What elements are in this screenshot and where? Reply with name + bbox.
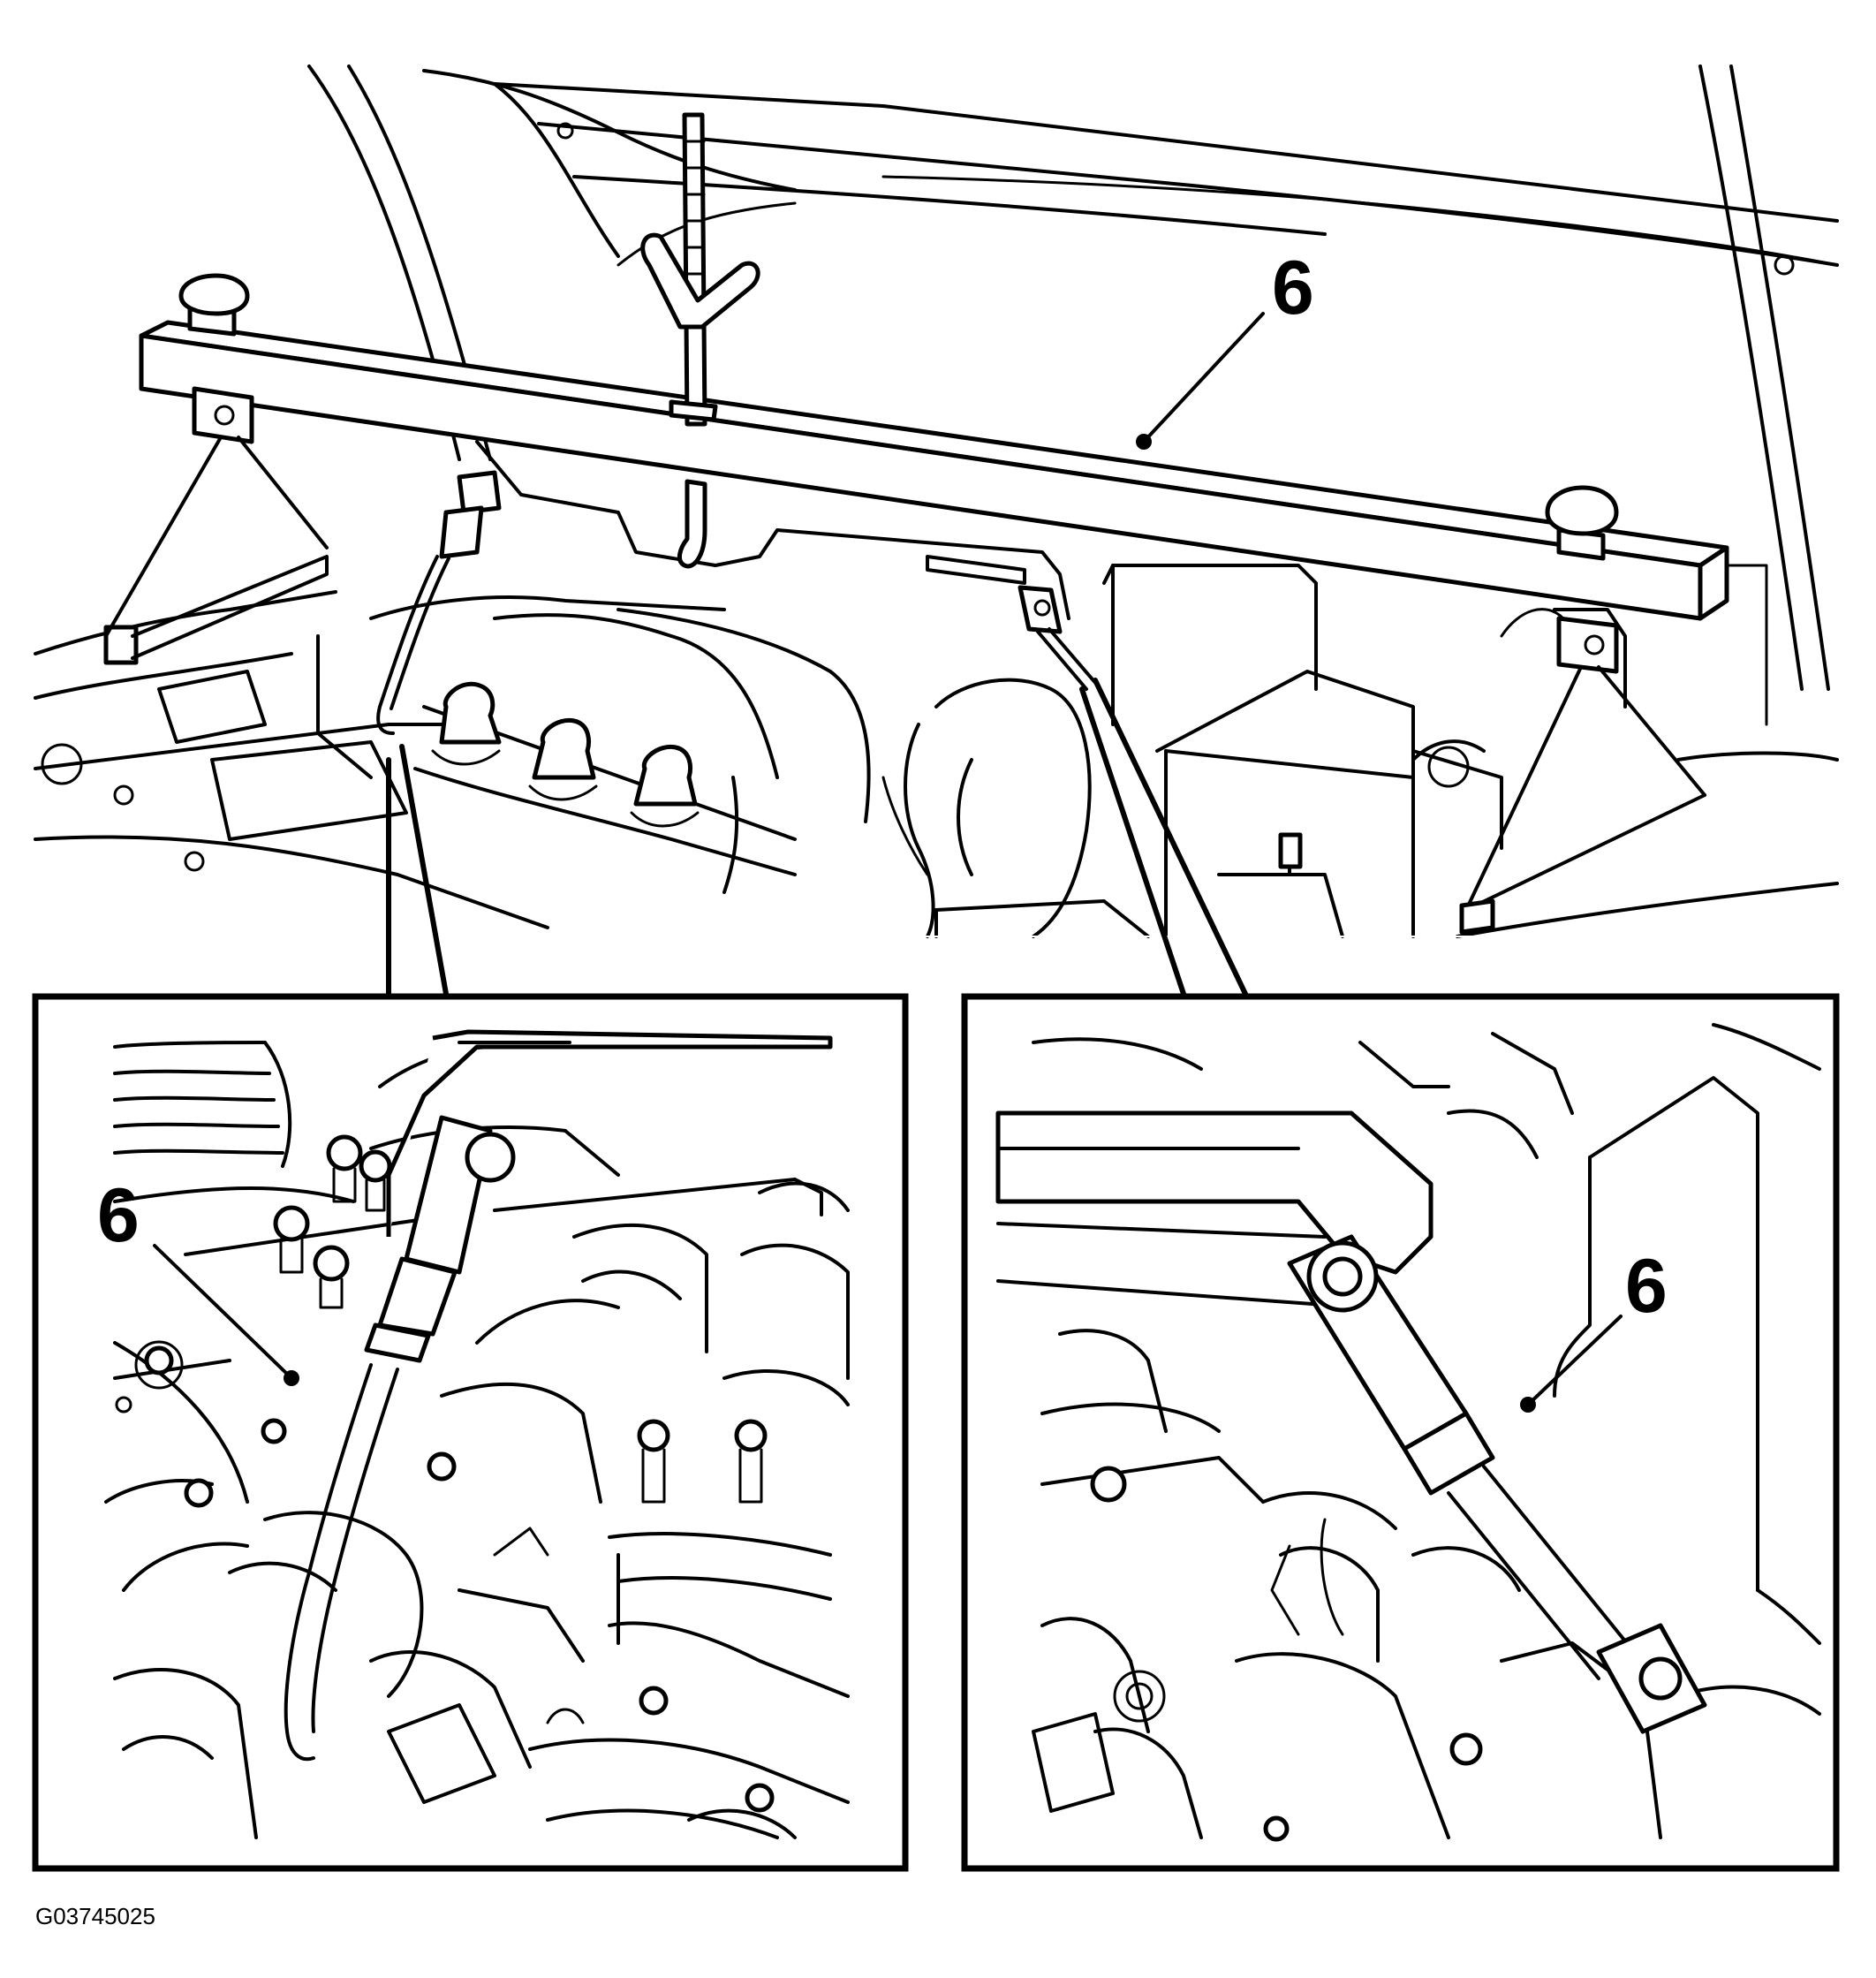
center-hook <box>640 112 760 569</box>
callout-label-main: 6 <box>1272 246 1314 330</box>
engine-bay-background <box>34 64 1839 938</box>
callout-leader-left <box>153 1244 293 1380</box>
detail-view-left <box>32 993 909 1872</box>
bolts-left-detail <box>144 1134 775 1813</box>
callout-label-right: 6 <box>1625 1244 1668 1329</box>
hook-rod-right <box>1017 585 1099 691</box>
knob-left <box>178 273 250 337</box>
callout-dot-right <box>1520 1397 1536 1413</box>
callout-label-left: 6 <box>97 1173 140 1258</box>
callout-dot-left <box>284 1370 299 1386</box>
callout-dot-main <box>1136 434 1152 450</box>
hook-rod-left <box>376 470 502 735</box>
hook-rod-right-detail <box>1287 1234 1707 1734</box>
detail-view-right <box>961 993 1840 1872</box>
hook-rod-left-detail <box>284 1115 516 1762</box>
leg-right <box>1459 616 1706 935</box>
figure-id: G03745025 <box>35 1903 155 1929</box>
leg-left <box>104 386 329 638</box>
callout-leader-right <box>1526 1315 1623 1406</box>
support-fixture-main <box>104 112 1729 935</box>
detail-connector-lines <box>386 678 1248 997</box>
knob-right <box>1545 485 1619 561</box>
callout-leader-main <box>1142 312 1265 443</box>
